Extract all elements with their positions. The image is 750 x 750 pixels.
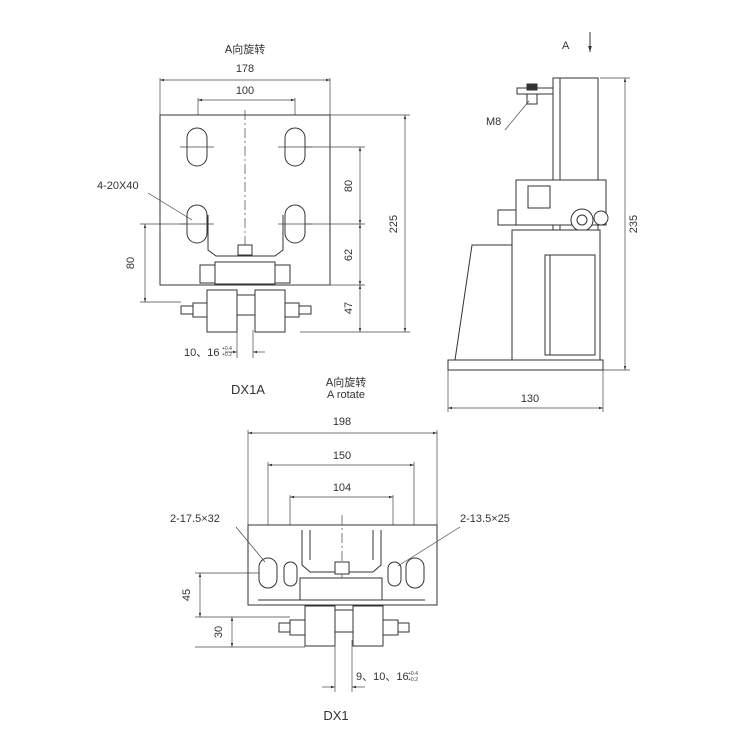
- dim-150: 150: [333, 450, 351, 462]
- bottom-shoe-left: [304, 605, 336, 647]
- dim-80-right: 80: [343, 180, 355, 192]
- slot-label-left: 2-17.5×32: [170, 513, 220, 525]
- dim-104: 104: [333, 482, 351, 494]
- dim-47: 47: [343, 302, 355, 314]
- dim-235: 235: [628, 215, 640, 233]
- slot-13-5-left: [283, 561, 298, 587]
- slot-label-right: 2-13.5×25: [460, 513, 510, 525]
- dim-100: 100: [236, 85, 254, 97]
- dim-80-left: 80: [125, 257, 137, 269]
- dim-45: 45: [181, 589, 193, 601]
- top-u-bracket: [207, 215, 284, 257]
- top-rail-slot: [236, 294, 256, 316]
- dim-178: 178: [236, 63, 254, 75]
- top-tol-lower: +0.2: [222, 352, 232, 358]
- bottom-shoe-right: [352, 605, 384, 647]
- side-view: A M8 235 130: [447, 32, 640, 412]
- side-base-bracket: [454, 244, 513, 361]
- top-size-label: 10、16: [184, 347, 219, 359]
- bottom-size-label: 9、10、16: [356, 671, 409, 683]
- view-arrow-label-a: A: [562, 40, 570, 52]
- top-tol-upper: +0.4: [222, 346, 232, 352]
- top-shoe-left: [206, 289, 238, 333]
- slot-17-5-left: [258, 557, 278, 589]
- top-rotate-label: A向旋转: [225, 42, 266, 56]
- dim-62: 62: [343, 249, 355, 261]
- view-name-dx1: DX1: [323, 708, 348, 723]
- bottom-bolt-nut: [334, 561, 350, 575]
- view-name-dx1a: DX1A: [231, 382, 265, 397]
- side-shoe-liner: [544, 254, 596, 356]
- dim-130: 130: [521, 393, 539, 405]
- dim-30: 30: [213, 626, 225, 638]
- m8-bolt-head: [526, 83, 538, 91]
- bottom-tol-lower: +0.2: [408, 677, 418, 683]
- slot-label-4-20x40: 4-20X40: [97, 180, 139, 192]
- bottom-rail-slot: [334, 609, 354, 633]
- bottom-rotate-label-en: A rotate: [327, 389, 365, 401]
- bottom-rotate-label-cn: A向旋转: [326, 375, 367, 389]
- slot-17-5-right: [405, 557, 425, 589]
- bottom-guide-block: [299, 577, 383, 601]
- slot-13-5-right: [387, 561, 402, 587]
- bottom-view-dx1: A向旋转 A rotate 198 150 104 2-17.5×32 2-13…: [170, 375, 510, 723]
- top-bolt-nut: [237, 244, 253, 256]
- dim-225: 225: [388, 215, 400, 233]
- top-guide-block: [214, 261, 276, 285]
- bottom-tol-upper: +0.4: [408, 671, 418, 677]
- bolt-label-m8: M8: [486, 116, 501, 128]
- top-shoe-right: [254, 289, 286, 333]
- dim-198: 198: [333, 416, 351, 428]
- top-view-dx1a: A向旋转 178 100 4-20X40: [97, 42, 410, 397]
